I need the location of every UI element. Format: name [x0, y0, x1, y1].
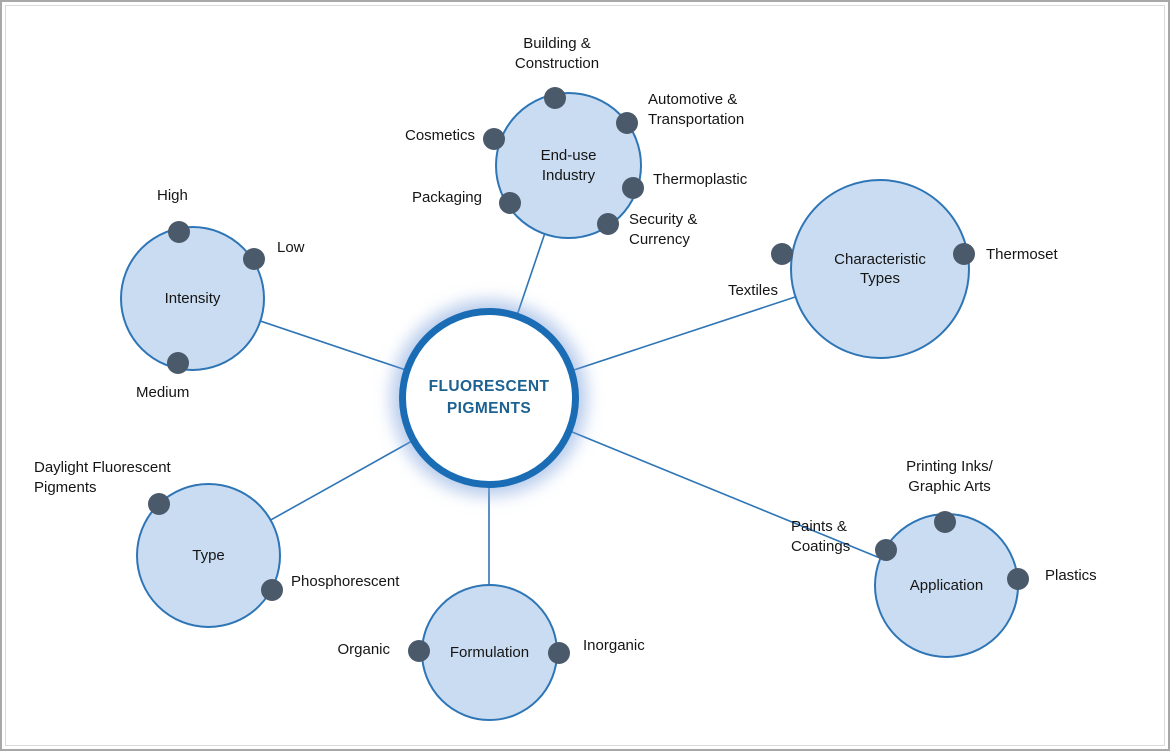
dot-thermoplastic — [622, 177, 644, 199]
label-thermoset: Thermoset — [986, 246, 1058, 263]
dot-low — [243, 248, 265, 270]
dot-printing-inks — [934, 511, 956, 533]
dot-cosmetics — [483, 128, 505, 150]
dot-paints-coatings — [875, 539, 897, 561]
label-cosmetics: Cosmetics — [404, 127, 475, 144]
label-phosphorescent: Phosphorescent — [291, 573, 400, 590]
label-organic: Organic — [337, 641, 390, 658]
center-label: FLUORESCENT PIGMENTS — [428, 377, 550, 417]
dot-building-construction — [544, 87, 566, 109]
label-medium: Medium — [136, 384, 190, 401]
label-security-currency: Security & Currency — [629, 211, 698, 249]
label-daylight-fluorescent: Daylight Fluorescent Pigments — [34, 459, 171, 497]
label-low: Low — [277, 239, 305, 256]
dot-automotive-transportation — [616, 112, 638, 134]
label-printing-inks: Printing Inks/ Graphic Arts — [906, 458, 993, 496]
dot-medium — [167, 352, 189, 374]
dot-security-currency — [597, 213, 619, 235]
dot-phosphorescent — [261, 579, 283, 601]
dot-thermoset — [953, 243, 975, 265]
label-automotive-transportation: Automotive & Transportation — [648, 91, 745, 129]
label-packaging: Packaging — [411, 189, 482, 206]
label-building-construction: Building & Construction — [514, 35, 600, 73]
node-circle-characteristic-types: Characteristic Types — [790, 179, 970, 359]
label-paints-coatings: Paints & Coatings — [791, 518, 851, 556]
node-circle-application: Application — [874, 513, 1019, 658]
node-circle-intensity: Intensity — [120, 226, 265, 371]
node-circle-end-use-industry: End-use Industry — [495, 92, 642, 239]
label-inorganic: Inorganic — [583, 637, 645, 654]
dot-plastics — [1007, 568, 1029, 590]
center-node: FLUORESCENT PIGMENTS — [399, 308, 579, 488]
dot-packaging — [499, 192, 521, 214]
dot-inorganic — [548, 642, 570, 664]
dot-textiles — [771, 243, 793, 265]
node-circle-formulation: Formulation — [421, 584, 558, 721]
dot-high — [168, 221, 190, 243]
label-textiles: Textiles — [727, 282, 778, 299]
label-thermoplastic: Thermoplastic — [653, 171, 748, 188]
label-high: High — [157, 187, 188, 204]
dot-organic — [408, 640, 430, 662]
label-plastics: Plastics — [1045, 567, 1097, 584]
dot-daylight-fluorescent — [148, 493, 170, 515]
